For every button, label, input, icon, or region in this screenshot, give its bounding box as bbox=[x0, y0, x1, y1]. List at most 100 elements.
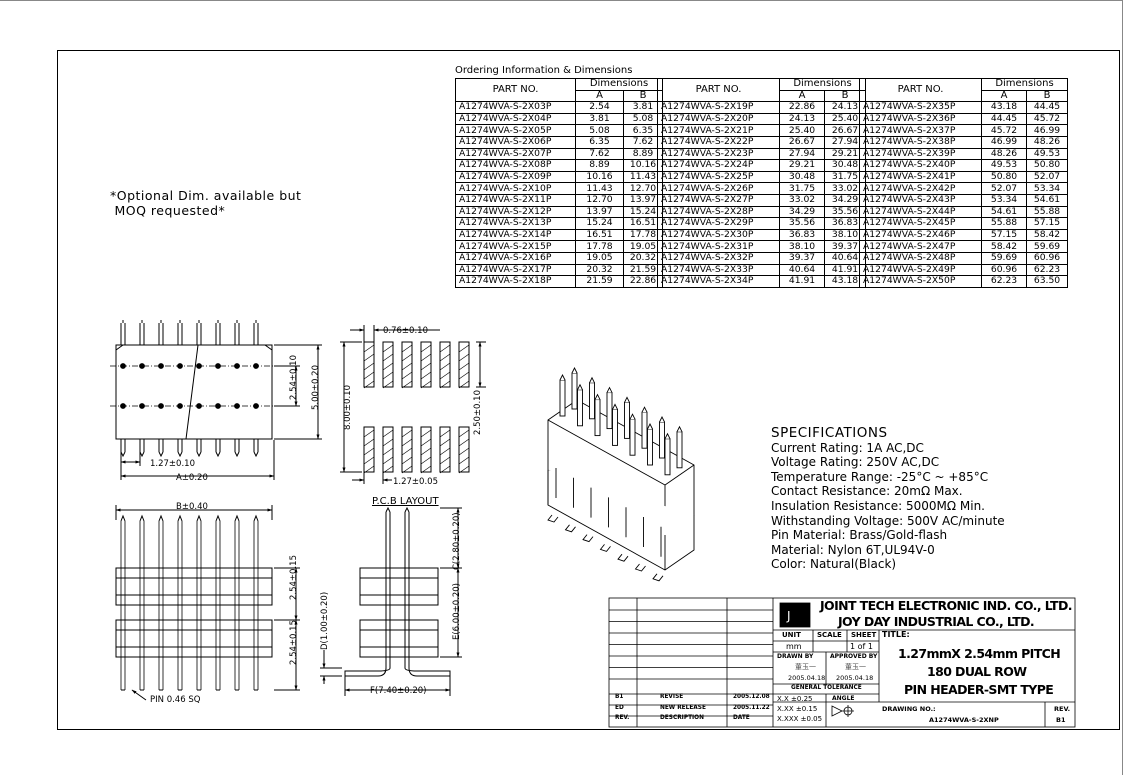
dim-a-value: 30.48 bbox=[779, 170, 825, 184]
dim-pad-width: 0.76±0.10 bbox=[383, 326, 428, 336]
dim-b-value: 12.70 bbox=[623, 182, 663, 195]
spec-line: Color: Natural(Black) bbox=[771, 557, 897, 572]
hatch bbox=[363, 380, 375, 389]
hatch bbox=[363, 371, 375, 380]
dim-a-value: 55.88 bbox=[981, 217, 1027, 230]
rev-date: DATE bbox=[733, 715, 750, 721]
part-number: A1274WVA-S-2X46P bbox=[859, 228, 982, 242]
spec-line: Insulation Resistance: 5000MΩ Min. bbox=[771, 498, 985, 513]
hatch bbox=[439, 371, 451, 380]
hatch bbox=[439, 353, 451, 362]
part-number: A1274WVA-S-2X44P bbox=[859, 205, 982, 219]
hatch bbox=[363, 438, 375, 447]
hatch bbox=[439, 344, 451, 353]
hatch bbox=[420, 429, 432, 438]
iso-pin-tip bbox=[577, 383, 583, 391]
side-view bbox=[320, 506, 462, 696]
drawn-date: 2005.04.18 bbox=[788, 674, 826, 682]
rev-value: B1 bbox=[1056, 716, 1066, 724]
dim-b-value: 63.50 bbox=[1026, 275, 1068, 288]
pcb-layout-label: P.C.B LAYOUT bbox=[372, 496, 439, 507]
title-line-2: 180 DUAL ROW bbox=[927, 664, 1027, 679]
pin-tip bbox=[196, 451, 202, 458]
iso-lead bbox=[634, 563, 646, 572]
dim-b-value: 15.24 bbox=[623, 205, 663, 219]
hatch bbox=[420, 447, 432, 456]
angle-projection-icon bbox=[831, 705, 854, 717]
front-view bbox=[115, 505, 300, 701]
hatch bbox=[401, 447, 413, 456]
dim-b-value: 53.34 bbox=[1026, 182, 1068, 195]
lower-insulator-side bbox=[359, 619, 439, 658]
dim-a-value: 41.91 bbox=[779, 275, 825, 288]
pad bbox=[382, 341, 394, 388]
hatch bbox=[382, 456, 394, 465]
hatch bbox=[382, 353, 394, 362]
top-body-outline bbox=[115, 344, 273, 440]
iso-pin-tip bbox=[629, 413, 636, 420]
dim-b-value: 38.10 bbox=[824, 228, 866, 242]
dim-b-value: 36.83 bbox=[824, 217, 866, 230]
iso-pin-tip bbox=[594, 393, 601, 400]
dim-a: A±0.20 bbox=[176, 473, 208, 483]
drawing-line bbox=[664, 464, 695, 486]
dim-a-value: 34.29 bbox=[779, 205, 825, 219]
part-number: A1274WVA-S-2X12P bbox=[455, 205, 576, 219]
dim-f: F(7.40±0.20) bbox=[370, 686, 427, 696]
unit-label: UNIT bbox=[782, 631, 801, 639]
unit-value: mm bbox=[786, 642, 802, 651]
hatch bbox=[458, 344, 470, 353]
iso-pin-tip bbox=[612, 403, 618, 410]
hatch bbox=[401, 465, 413, 474]
ordering-title: Ordering Information & Dimensions bbox=[455, 65, 633, 76]
dim-b-value: 48.26 bbox=[1026, 135, 1068, 149]
approved-by-label: APPROVED BY bbox=[830, 653, 878, 660]
hatch bbox=[439, 438, 451, 447]
company-name-2: JOY DAY INDUSTRIAL CO., LTD. bbox=[838, 614, 1035, 629]
iso-pin bbox=[594, 399, 601, 437]
pad bbox=[382, 426, 394, 473]
iso-pin bbox=[647, 428, 653, 466]
hatch bbox=[458, 380, 470, 389]
hatch bbox=[401, 371, 413, 380]
tolerance-label: GENERAL TOLERANCE bbox=[791, 685, 862, 691]
pad bbox=[420, 341, 432, 388]
pad bbox=[401, 426, 413, 473]
pad bbox=[401, 341, 413, 388]
iso-lead bbox=[564, 524, 576, 533]
drawing-line bbox=[547, 419, 666, 486]
iso-lead bbox=[582, 534, 594, 543]
rev-desc: NEW RELEASE bbox=[660, 704, 706, 711]
spec-line: Voltage Rating: 250V AC,DC bbox=[771, 455, 940, 470]
hatch bbox=[401, 362, 413, 371]
hatch bbox=[439, 456, 451, 465]
iso-pin bbox=[624, 401, 630, 439]
iso-pin bbox=[612, 408, 618, 446]
hatch bbox=[401, 429, 413, 438]
hatch bbox=[382, 362, 394, 371]
hatch bbox=[420, 362, 432, 371]
hatch bbox=[401, 344, 413, 353]
iso-pin bbox=[606, 392, 613, 430]
pad bbox=[458, 426, 470, 473]
hatch bbox=[382, 465, 394, 474]
dim-b-value: 54.61 bbox=[1026, 193, 1068, 207]
